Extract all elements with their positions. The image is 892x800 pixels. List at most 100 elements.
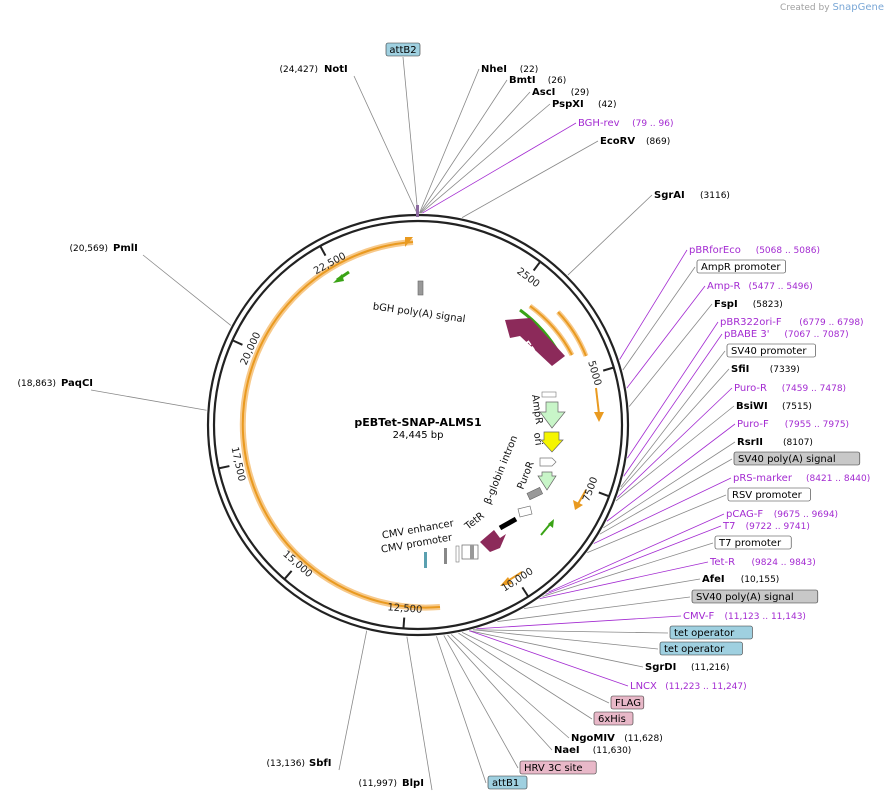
ring-tick-mark xyxy=(521,586,530,598)
top-box: attB2 xyxy=(385,42,421,57)
enzyme-name: NotI xyxy=(324,64,348,75)
leader-lines xyxy=(90,56,736,791)
ring-tick-label: 7500 xyxy=(581,476,600,504)
leader-line xyxy=(338,630,368,771)
leader-line xyxy=(443,635,519,769)
cmv-promoter-feature xyxy=(444,548,447,564)
enzyme-position: (8107) xyxy=(783,438,813,448)
primer-name: pBABE 3' xyxy=(724,329,770,340)
enzyme-position: (11,630) xyxy=(593,746,632,756)
tetr-arrow xyxy=(480,530,506,552)
enzyme-name: BmtI xyxy=(509,75,536,86)
puror-label: PuroR xyxy=(516,460,537,491)
primer-position: (7067 .. 7087) xyxy=(784,330,848,340)
enzyme-position: (7339) xyxy=(770,365,800,375)
orange-arc-2-halo xyxy=(556,310,589,357)
enzyme-position: (10,155) xyxy=(741,575,780,585)
snapgene-logo: SnapGene xyxy=(832,2,884,13)
orange-small-arrow-1 xyxy=(595,387,600,415)
bgh-feature xyxy=(417,280,424,296)
snapgene-credit: Created by SnapGene xyxy=(780,2,884,13)
ori-label: ori xyxy=(531,432,544,446)
feature-box xyxy=(669,625,753,640)
feature-box xyxy=(487,775,528,790)
left-labels: (24,427)NotI(20,569)PmlI(18,863)PaqCI(13… xyxy=(17,64,423,789)
primer-position: (9722 .. 9741) xyxy=(746,522,810,532)
enzyme-name: AfeI xyxy=(702,574,725,585)
enzyme-position: (3116) xyxy=(700,191,730,201)
leader-line xyxy=(472,629,669,634)
leader-line xyxy=(623,333,723,477)
feature-box xyxy=(659,641,743,656)
primer-name: Puro-R xyxy=(734,383,767,394)
leader-line xyxy=(469,630,629,687)
enzyme-name: SfiI xyxy=(731,364,749,375)
primer-position: (6779 .. 6798) xyxy=(799,318,863,328)
plasmid-length: 24,445 bp xyxy=(393,430,444,441)
enzyme-position: (18,863) xyxy=(17,379,56,389)
ring-tick-mark xyxy=(402,617,406,629)
small-green-arrowhead-2 xyxy=(548,519,554,528)
feature-label: SV40 poly(A) signal xyxy=(738,454,836,465)
leader-line xyxy=(419,91,531,214)
leader-line xyxy=(542,542,714,597)
ring-tick-mark xyxy=(283,570,293,580)
leader-line xyxy=(447,634,553,751)
feature-label: T7 promoter xyxy=(718,538,782,549)
backbone-inner-ring xyxy=(212,219,624,631)
enzyme-position: (24,427) xyxy=(279,65,318,75)
leader-line xyxy=(567,194,653,276)
orf-arc xyxy=(241,241,441,609)
attb2-box xyxy=(385,42,421,57)
feature-box xyxy=(714,535,792,550)
ring-tick-label: 2500 xyxy=(514,266,541,290)
leader-line xyxy=(422,122,577,214)
credit-prefix: Created by xyxy=(780,3,830,13)
primer-position: (11,123 .. 11,143) xyxy=(725,612,806,622)
feature-box xyxy=(610,695,645,710)
tag-feature xyxy=(470,545,474,559)
feature-box xyxy=(593,711,634,726)
enzyme-position: (42) xyxy=(598,100,616,110)
orange-small-arrowhead-2 xyxy=(573,500,583,510)
enzyme-position: (5823) xyxy=(753,300,783,310)
enzyme-position: (11,216) xyxy=(691,663,730,673)
leader-line xyxy=(619,368,730,491)
attb2-feature xyxy=(416,205,419,217)
enzyme-name: PmlI xyxy=(113,243,138,254)
leader-line xyxy=(627,321,719,459)
primer-name: BGH-rev xyxy=(578,118,620,129)
small-green-arrowhead-1 xyxy=(333,274,344,283)
leader-line xyxy=(469,630,644,668)
feature-box xyxy=(519,760,597,775)
enzyme-position: (13,136) xyxy=(266,759,305,769)
leader-line xyxy=(603,441,736,529)
orange-small-arrowhead-3 xyxy=(500,577,512,586)
orange-arc-2 xyxy=(557,311,587,357)
feature-box xyxy=(733,451,861,466)
feature-label: 6xHis xyxy=(598,714,626,725)
sv40-polya-feature xyxy=(526,487,544,501)
enzyme-name: SgrAI xyxy=(654,190,685,201)
bgh-polya-label: bGH poly(A) signal xyxy=(372,301,466,325)
feature-box xyxy=(696,259,786,274)
orange-small-arrowhead-1 xyxy=(594,412,604,422)
cmv-enhancer-feature xyxy=(424,552,427,568)
primer-position: (11,223 .. 11,247) xyxy=(665,682,746,692)
feature-label: tet operator xyxy=(664,644,725,655)
feature-label: attB1 xyxy=(492,778,519,789)
ring-tick-mark xyxy=(532,261,542,272)
ebna1-arrow xyxy=(505,318,565,366)
leader-line xyxy=(461,140,599,218)
enzyme-name: NheI xyxy=(481,64,507,75)
cmv-promoter-arrow xyxy=(455,545,460,563)
ampr-label: AmpR xyxy=(529,394,544,425)
primer-name: Tet-R xyxy=(709,557,735,568)
leader-line xyxy=(626,285,706,389)
enzyme-name: SgrDI xyxy=(645,662,676,673)
enzyme-name: BlpI xyxy=(402,778,424,789)
primer-name: pRS-marker xyxy=(733,473,793,484)
leader-line xyxy=(539,561,709,600)
enzyme-position: (20,569) xyxy=(69,244,108,254)
leader-line xyxy=(450,634,570,739)
